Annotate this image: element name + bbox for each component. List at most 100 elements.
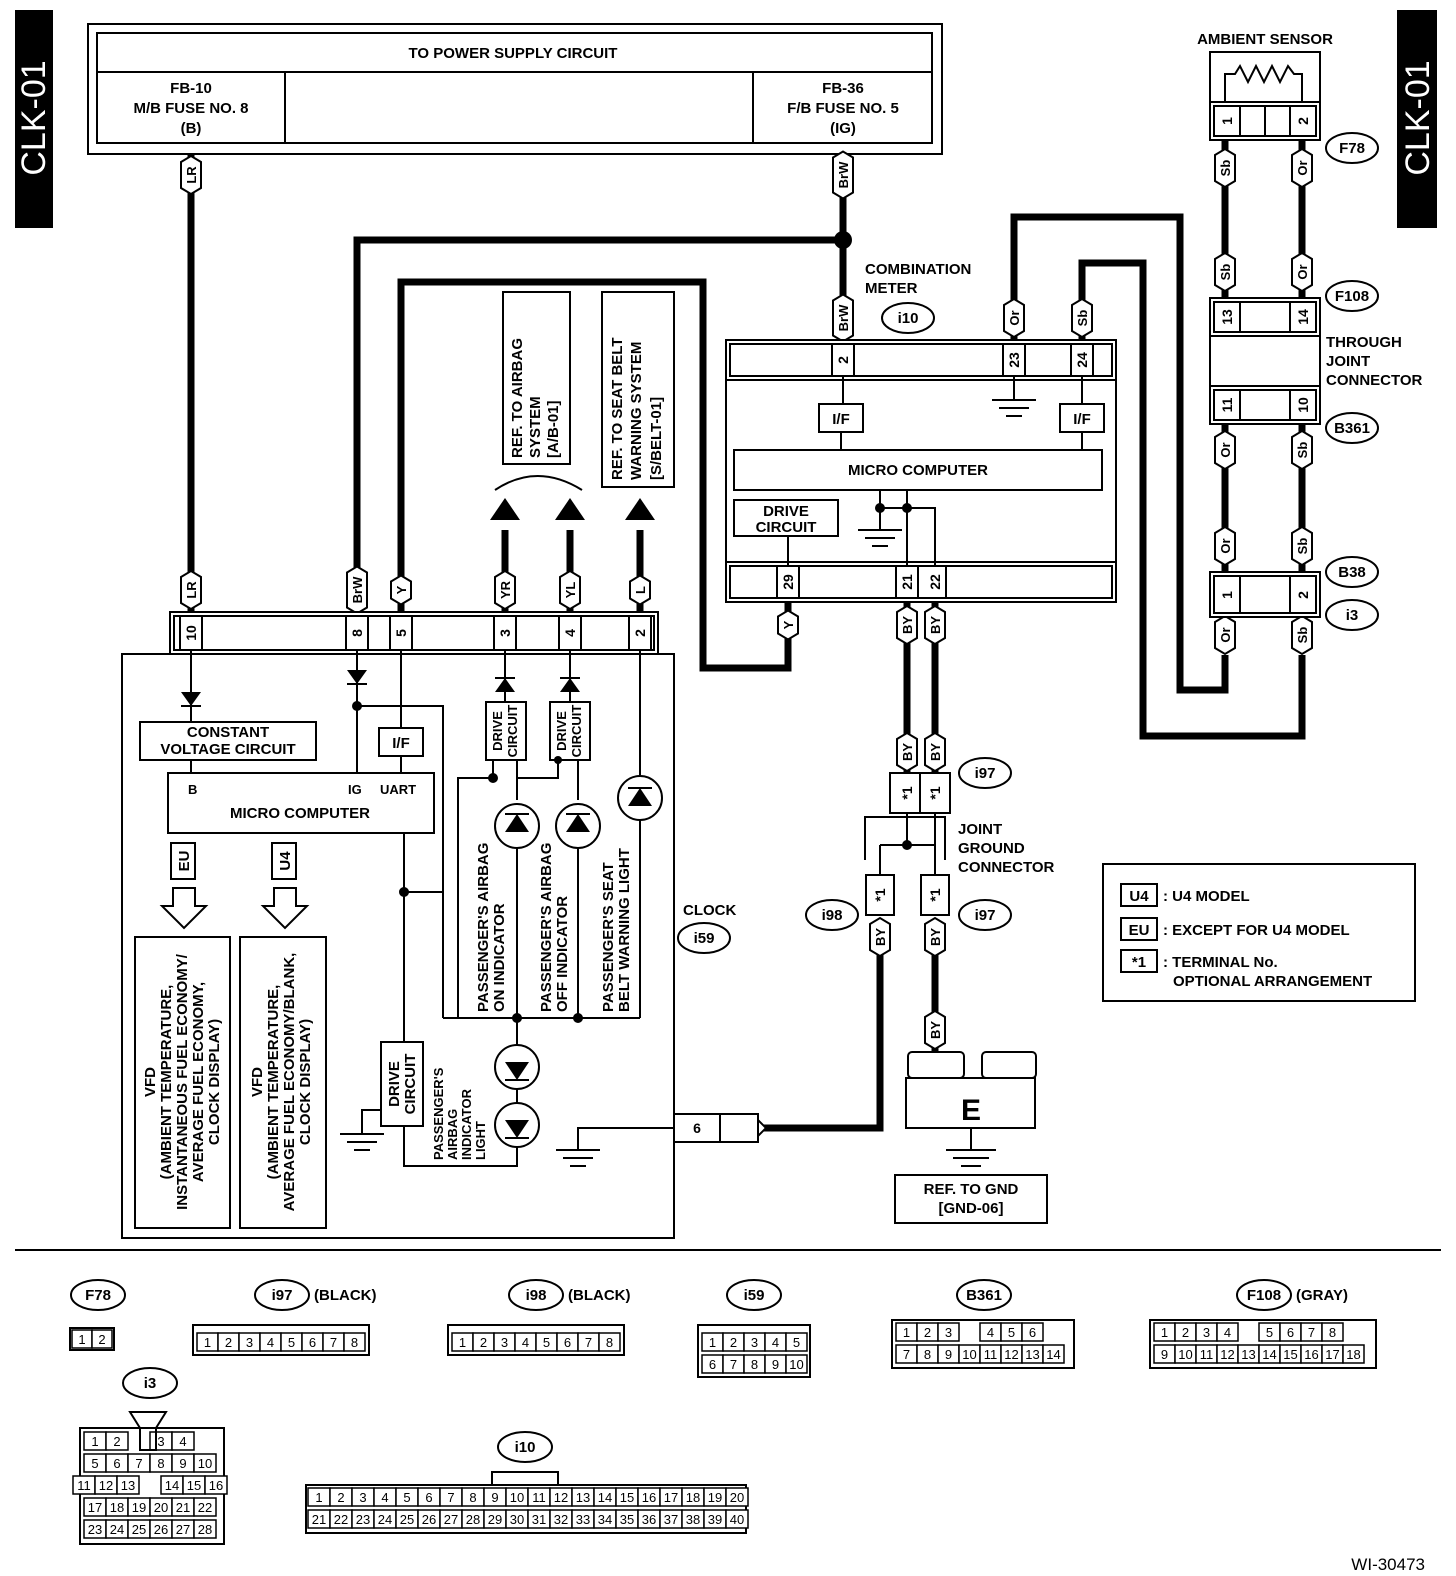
- svg-text:6: 6: [113, 1456, 120, 1471]
- svg-text:30: 30: [510, 1512, 524, 1527]
- svg-text:JOINT: JOINT: [958, 821, 1002, 838]
- svg-text:Sb: Sb: [1295, 442, 1310, 459]
- svg-text:INSTANTANEOUS FUEL ECONOMY/: INSTANTANEOUS FUEL ECONOMY/: [174, 953, 191, 1210]
- svg-text:4: 4: [267, 1335, 274, 1350]
- svg-text:*1: *1: [899, 786, 915, 799]
- svg-text:10: 10: [198, 1456, 212, 1471]
- svg-text:BY: BY: [900, 616, 915, 634]
- svg-text:14: 14: [1262, 1347, 1276, 1362]
- svg-text:CONSTANT: CONSTANT: [187, 724, 269, 741]
- svg-text:Sb: Sb: [1075, 310, 1090, 327]
- svg-text:10: 10: [510, 1490, 524, 1505]
- svg-text:YR: YR: [498, 580, 513, 599]
- svg-text:40: 40: [730, 1512, 744, 1527]
- svg-text:B38: B38: [1338, 564, 1366, 581]
- combination-meter: COMBINATION METER 2 23 24 29 21 22 I/F I…: [725, 261, 1117, 603]
- svg-text:7: 7: [330, 1335, 337, 1350]
- svg-text:14: 14: [1295, 309, 1311, 325]
- svg-text:6: 6: [309, 1335, 316, 1350]
- wire-color-tag: Or: [1214, 614, 1236, 656]
- svg-text:23: 23: [356, 1512, 370, 1527]
- svg-text:EU: EU: [176, 851, 193, 872]
- wire-color-tag: Or: [1214, 429, 1236, 471]
- svg-text:12: 12: [99, 1478, 113, 1493]
- svg-text:19: 19: [132, 1500, 146, 1515]
- wire-color-tag: Sb: [1071, 297, 1093, 339]
- svg-text:21: 21: [176, 1500, 190, 1515]
- svg-text:16: 16: [209, 1478, 223, 1493]
- svg-text:B: B: [188, 782, 197, 797]
- svg-text:8: 8: [1329, 1325, 1336, 1340]
- svg-text:3: 3: [359, 1490, 366, 1505]
- svg-text:CONNECTOR: CONNECTOR: [958, 859, 1055, 876]
- svg-text:6: 6: [564, 1335, 571, 1350]
- wire-color-tag: Sb: [1291, 525, 1313, 567]
- svg-text:UART: UART: [380, 782, 416, 797]
- svg-text:YL: YL: [563, 582, 578, 599]
- svg-text:20: 20: [154, 1500, 168, 1515]
- wire-color-tag: BY: [896, 731, 918, 773]
- svg-text:IG: IG: [348, 782, 362, 797]
- svg-text:14: 14: [598, 1490, 612, 1505]
- ref-seatbelt-box: REF. TO SEAT BELT WARNING SYSTEM [S/BELT…: [601, 291, 675, 488]
- svg-text:12: 12: [554, 1490, 568, 1505]
- svg-text:Or: Or: [1007, 310, 1022, 325]
- svg-text:Or: Or: [1218, 627, 1233, 642]
- svg-text:14: 14: [165, 1478, 179, 1493]
- ground-e: E REF. TO GND [GND-06]: [894, 1051, 1048, 1224]
- svg-text:: EXCEPT FOR U4 MODEL: : EXCEPT FOR U4 MODEL: [1163, 922, 1350, 939]
- connector-tag-f108: F108: [1325, 280, 1379, 312]
- svg-text:36: 36: [642, 1512, 656, 1527]
- airbag-arrows: [490, 475, 655, 520]
- svg-text:i3: i3: [144, 1375, 157, 1392]
- svg-text:5: 5: [1266, 1325, 1273, 1340]
- svg-text:AMBIENT SENSOR: AMBIENT SENSOR: [1197, 31, 1333, 48]
- svg-text:*1: *1: [1132, 954, 1146, 971]
- svg-text:BY: BY: [900, 743, 915, 761]
- svg-text:35: 35: [620, 1512, 634, 1527]
- svg-text:4: 4: [179, 1434, 186, 1449]
- svg-text:3: 3: [1203, 1325, 1210, 1340]
- svg-text:34: 34: [598, 1512, 612, 1527]
- svg-text:VFD: VFD: [142, 1067, 159, 1097]
- wire-color-tag: L: [629, 574, 651, 606]
- clock-pin-number: 3: [497, 629, 513, 637]
- svg-text:F108: F108: [1247, 1287, 1281, 1304]
- wire-color-tag: Sb: [1291, 614, 1313, 656]
- svg-text:28: 28: [198, 1522, 212, 1537]
- svg-text:12: 12: [1220, 1347, 1234, 1362]
- svg-text:4: 4: [381, 1490, 388, 1505]
- svg-text:13: 13: [576, 1490, 590, 1505]
- svg-text:PASSENGER'S AIRBAG: PASSENGER'S AIRBAG: [475, 843, 492, 1012]
- svg-text:1: 1: [315, 1490, 322, 1505]
- svg-text:10: 10: [1295, 397, 1311, 413]
- wire-color-tag: BY: [924, 1009, 946, 1051]
- svg-text:7: 7: [730, 1357, 737, 1372]
- clock-pin-number: 10: [183, 625, 199, 641]
- svg-text:1: 1: [1161, 1325, 1168, 1340]
- svg-text:[S/BELT-01]: [S/BELT-01]: [648, 397, 665, 480]
- svg-text:BrW: BrW: [836, 161, 851, 188]
- wire-color-tag: Sb: [1291, 429, 1313, 471]
- svg-text:B361: B361: [1334, 420, 1370, 437]
- svg-text:: TERMINAL No.: : TERMINAL No.: [1163, 954, 1278, 971]
- svg-text:6: 6: [1287, 1325, 1294, 1340]
- svg-text:DRIVE: DRIVE: [554, 711, 569, 751]
- svg-text:i59: i59: [744, 1287, 765, 1304]
- svg-text:26: 26: [154, 1522, 168, 1537]
- svg-text:22: 22: [334, 1512, 348, 1527]
- svg-text:2: 2: [1182, 1325, 1189, 1340]
- svg-text:1: 1: [1219, 117, 1235, 125]
- wire-color-tag: BY: [896, 604, 918, 646]
- svg-text:17: 17: [88, 1500, 102, 1515]
- svg-text:1: 1: [1219, 591, 1235, 599]
- svg-text:2: 2: [337, 1490, 344, 1505]
- svg-text:i97: i97: [975, 907, 996, 924]
- svg-text:F78: F78: [1339, 140, 1365, 157]
- svg-text:F/B FUSE NO. 5: F/B FUSE NO. 5: [787, 100, 899, 117]
